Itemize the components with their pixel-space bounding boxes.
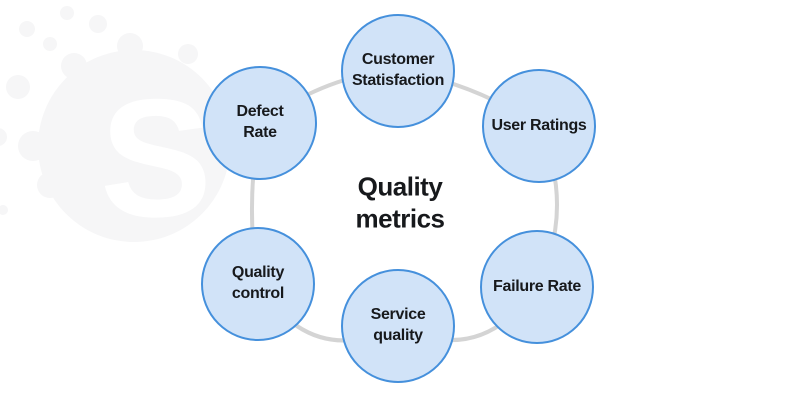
node-customer-satisfaction-label: Customer Statisfaction: [351, 51, 445, 89]
node-quality-control-label: Quality control: [231, 264, 285, 302]
node-defect-rate: Defect Rate: [203, 66, 317, 180]
node-failure-rate: Failure Rate: [480, 230, 594, 344]
brand-watermark: S: [0, 6, 230, 252]
node-user-ratings: User Ratings: [482, 69, 596, 183]
node-defect-rate-label: Defect Rate: [236, 103, 284, 141]
watermark-letter: S: [100, 64, 212, 252]
node-quality-control: Quality control: [201, 227, 315, 341]
node-customer-satisfaction: Customer Statisfaction: [341, 14, 455, 128]
node-service-quality: Service quality: [341, 269, 455, 383]
node-failure-rate-label: Failure Rate: [493, 277, 581, 295]
watermark-dots: [0, 6, 230, 242]
node-user-ratings-label: User Ratings: [491, 116, 587, 134]
page-title: Quality metrics: [355, 171, 446, 233]
node-service-quality-label: Service quality: [370, 306, 426, 344]
